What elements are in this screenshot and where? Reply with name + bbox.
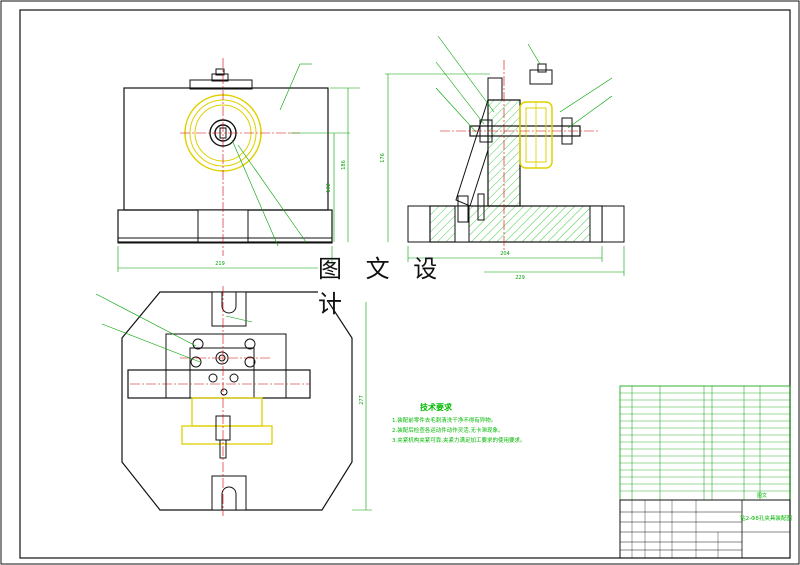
dim-front-height-a: 132 [326,183,332,193]
inner-frame [19,9,791,559]
technical-note: 2.装配后检查各运动件动作灵活,无卡滞现象。 [392,428,504,434]
dim-front-height-b: 186 [341,160,347,170]
title-block: 钻2-Φ8孔夹具装配图 图文 [619,492,792,559]
parts-list [619,385,791,501]
front-view: 219 132 186 [117,58,360,272]
dim-front-width: 219 [215,261,225,267]
company-mark: 图文 [757,492,767,499]
drawing-title: 钻2-Φ8孔夹具装配图 [740,514,792,522]
dim-side-width-b: 229 [515,275,525,281]
technical-notes: 技术要求 1.装配前零件去毛刺清洗干净不得有异物。 2.装配后检查各运动件动作灵… [392,402,592,446]
technical-notes-title: 技术要求 [420,403,452,412]
technical-note: 1.装配前零件去毛刺清洗干净不得有异物。 [392,418,497,424]
watermark-title: 图 文 设 计 [318,255,484,318]
technical-note: 3.夹紧机构夹紧可靠,夹紧力满足加工要求的使用要求。 [392,438,526,444]
dim-side-width-a: 204 [500,251,510,257]
top-view: 277 [95,286,372,516]
dim-top-height: 277 [359,395,365,405]
side-view: 204 229 176 [380,35,625,281]
dim-side-height: 176 [380,153,386,163]
